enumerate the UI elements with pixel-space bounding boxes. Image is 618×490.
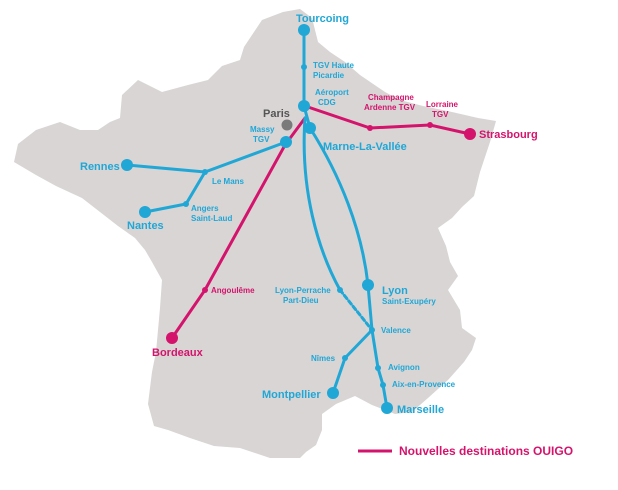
node-bordeaux xyxy=(166,332,178,344)
label-lyon-perrache-2: Part-Dieu xyxy=(283,296,319,305)
node-massy xyxy=(280,136,292,148)
pink-routes xyxy=(170,104,472,340)
label-champagne-1: Champagne xyxy=(368,93,414,102)
label-massy-2: TGV xyxy=(253,135,270,144)
label-avignon: Avignon xyxy=(388,363,420,372)
node-le-mans xyxy=(202,169,208,175)
legend: Nouvelles destinations OUIGO xyxy=(358,444,573,458)
label-aix: Aix-en-Provence xyxy=(392,380,456,389)
label-strasbourg: Strasbourg xyxy=(479,129,538,141)
node-montpellier xyxy=(327,387,339,399)
route-paris-lyon-perrache xyxy=(302,116,342,292)
node-avignon xyxy=(375,365,381,371)
label-tgv-haute-picardie-2: Picardie xyxy=(313,71,345,80)
label-bordeaux: Bordeaux xyxy=(152,347,204,359)
node-paris xyxy=(281,119,293,131)
node-strasbourg xyxy=(464,128,476,140)
label-rennes: Rennes xyxy=(80,161,120,173)
node-marseille xyxy=(381,402,393,414)
node-lyon-perrache xyxy=(337,287,343,293)
label-marseille: Marseille xyxy=(397,404,444,416)
node-lorraine xyxy=(427,122,433,128)
label-lyon-1: Lyon xyxy=(382,285,408,297)
label-angouleme: Angoulême xyxy=(211,286,255,295)
label-nimes: Nîmes xyxy=(311,354,336,363)
france-land-shape xyxy=(14,9,496,458)
label-montpellier: Montpellier xyxy=(262,389,321,401)
label-tourcoing: Tourcoing xyxy=(296,13,349,25)
label-lyon-2: Saint-Exupéry xyxy=(382,297,436,306)
node-champagne xyxy=(367,125,373,131)
label-champagne-2: Ardenne TGV xyxy=(364,103,416,112)
node-marne-la-vallee xyxy=(304,122,316,134)
label-aeroport-cdg-1: Aéroport xyxy=(315,88,349,97)
node-nimes xyxy=(342,355,348,361)
label-lorraine-2: TGV xyxy=(432,110,449,119)
node-tourcoing xyxy=(298,24,310,36)
station-nodes xyxy=(121,24,476,414)
city-labels: Tourcoing TGV Haute Picardie Aéroport CD… xyxy=(80,13,538,416)
node-aeroport-cdg xyxy=(298,100,310,112)
node-angers xyxy=(183,201,189,207)
node-angouleme xyxy=(202,287,208,293)
label-angers-2: Saint-Laud xyxy=(191,214,232,223)
route-paris-bordeaux xyxy=(170,116,307,340)
label-tgv-haute-picardie-1: TGV Haute xyxy=(313,61,354,70)
route-paris-strasbourg xyxy=(303,104,472,136)
node-valence xyxy=(369,327,375,333)
label-nantes: Nantes xyxy=(127,220,164,232)
legend-label: Nouvelles destinations OUIGO xyxy=(399,444,573,458)
node-aix xyxy=(380,382,386,388)
label-aeroport-cdg-2: CDG xyxy=(318,98,336,107)
label-lorraine-1: Lorraine xyxy=(426,100,459,109)
label-marne-la-vallee: Marne-La-Vallée xyxy=(323,141,407,153)
route-marne-lyon xyxy=(308,126,370,287)
label-le-mans: Le Mans xyxy=(212,177,245,186)
label-paris: Paris xyxy=(263,108,290,120)
node-rennes xyxy=(121,159,133,171)
node-tgv-haute-picardie xyxy=(301,64,307,70)
route-perrache-valence-dashed xyxy=(338,288,374,332)
label-angers-1: Angers xyxy=(191,204,219,213)
label-lyon-perrache-1: Lyon-Perrache xyxy=(275,286,331,295)
label-massy-1: Massy xyxy=(250,125,275,134)
label-valence: Valence xyxy=(381,326,411,335)
node-nantes xyxy=(139,206,151,218)
node-lyon xyxy=(362,279,374,291)
